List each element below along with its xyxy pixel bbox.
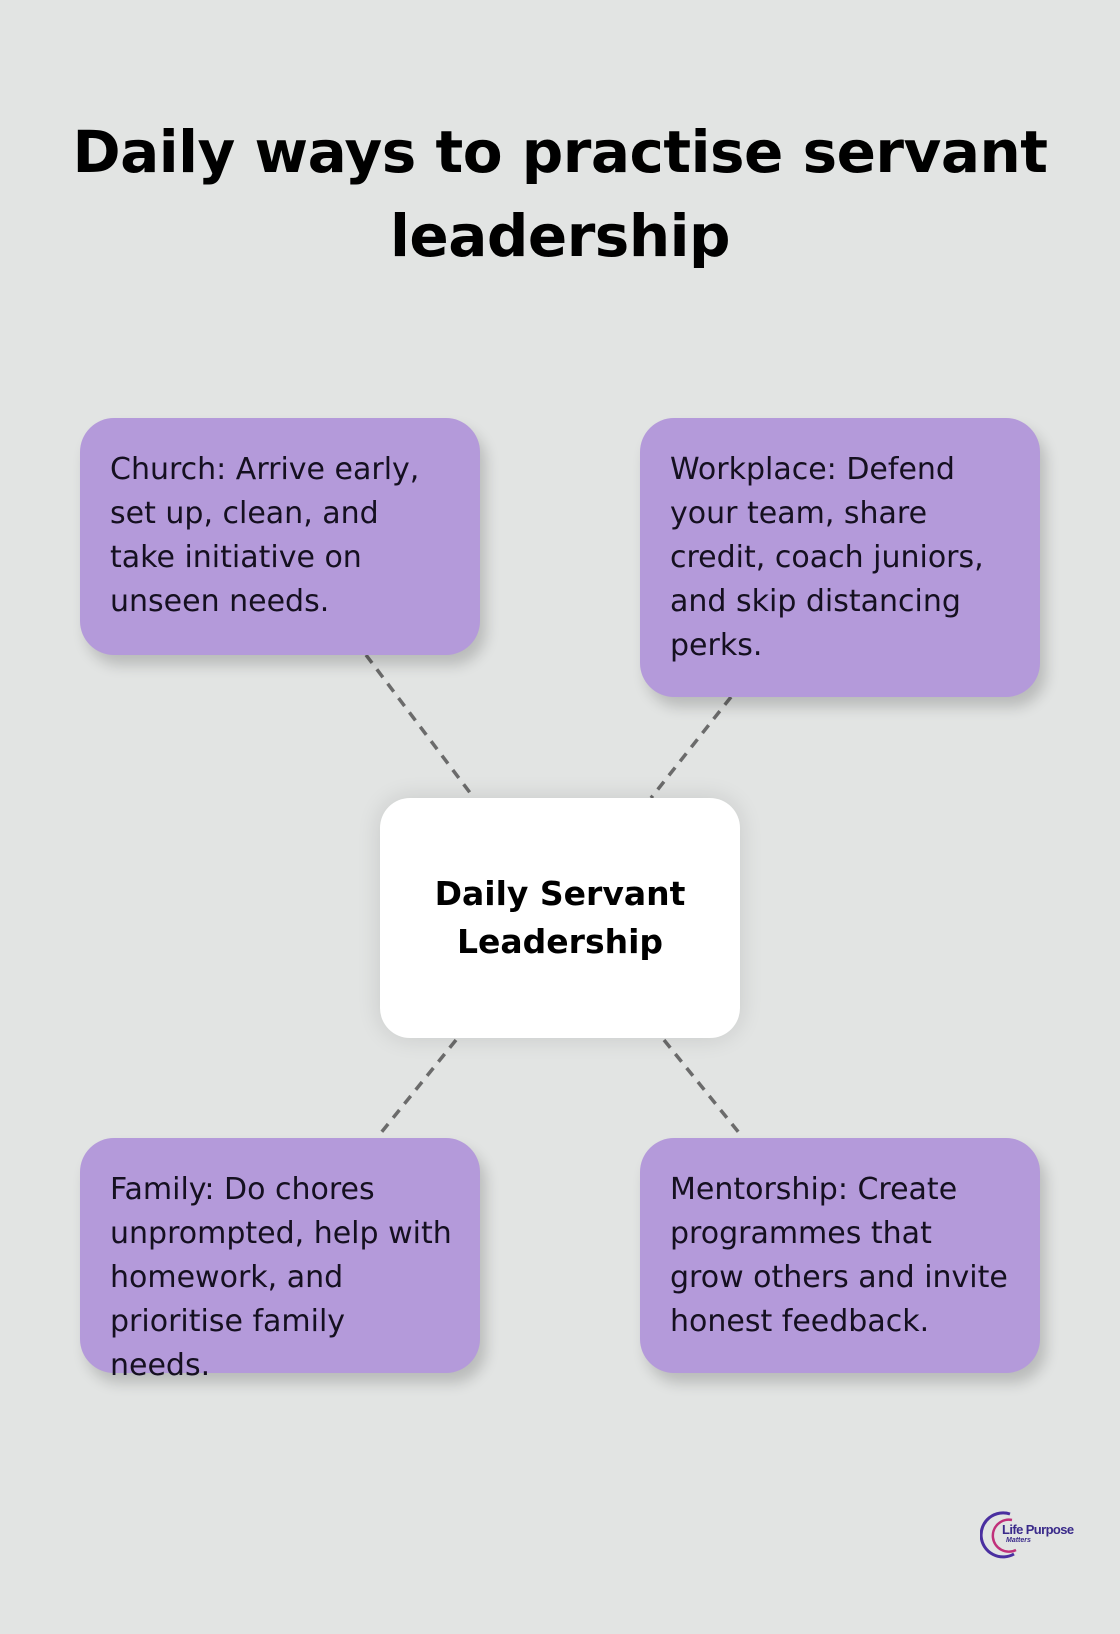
logo-name: Life Purpose — [1002, 1522, 1074, 1537]
crescent-logo-icon — [979, 1511, 1017, 1559]
connector-mentorship — [662, 1038, 742, 1136]
node-workplace: Workplace: Defend your team, share credi… — [640, 418, 1040, 697]
logo-sub: Matters — [1006, 1537, 1031, 1544]
connector-church — [364, 653, 476, 800]
connector-family — [378, 1038, 458, 1136]
page-title: Daily ways to practise servant leadershi… — [72, 118, 1049, 270]
brand-logo: Life Purpose Matters — [979, 1508, 1074, 1560]
center-node-label: Daily Servant Leadership — [434, 874, 686, 961]
node-family: Family: Do chores unprompted, help with … — [80, 1138, 480, 1383]
node-church: Church: Arrive early, set up, clean, and… — [80, 418, 480, 655]
center-node: Daily Servant Leadership — [380, 798, 740, 1038]
node-mentorship: Mentorship: Create programmes that grow … — [640, 1138, 1040, 1373]
connector-workplace — [649, 695, 733, 800]
